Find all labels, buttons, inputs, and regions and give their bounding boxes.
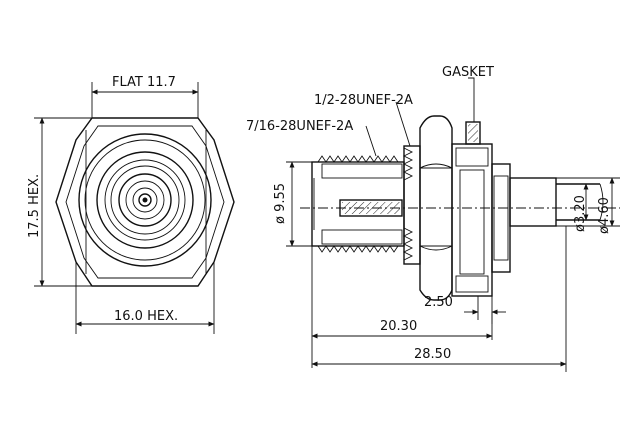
hex-nut-outline xyxy=(55,117,235,287)
center-pin xyxy=(138,193,152,207)
dim-2850-label: 28.50 xyxy=(414,347,451,362)
dia-body-label: ø 9.55 xyxy=(273,183,288,224)
hex-vertical-label: 17.5 HEX. xyxy=(27,174,42,238)
dim-2030-label: 20.30 xyxy=(380,319,417,334)
dim-250-label: 2.50 xyxy=(424,295,453,310)
gasket-label: GASKET xyxy=(442,65,494,80)
dia-crimp-label: ø4.60 xyxy=(597,197,612,234)
side-view: 1/2-28UNEF-2A 7/16-28UNEF-2A GASKET ø 9.… xyxy=(246,65,620,372)
flat-dimension-label: FLAT 11.7 xyxy=(112,75,176,90)
dia-pin-label: ø3.20 xyxy=(573,195,588,232)
outer-ring xyxy=(78,133,212,267)
flange xyxy=(451,143,493,297)
hex-bottom-label: 16.0 HEX. xyxy=(114,309,178,324)
crimp-sleeve xyxy=(509,177,557,227)
thread-outer-label: 1/2-28UNEF-2A xyxy=(314,93,413,108)
thread-inner-label: 7/16-28UNEF-2A xyxy=(246,119,353,134)
front-view: FLAT 11.7 17.5 HEX. 16.0 HEX. xyxy=(27,75,235,334)
